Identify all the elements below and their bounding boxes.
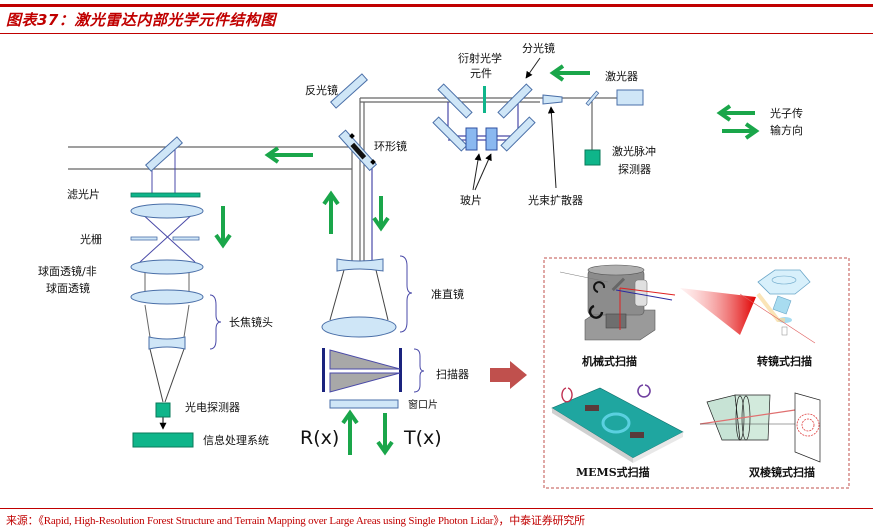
wave-plate bbox=[485, 127, 498, 151]
laser-splitter bbox=[585, 90, 600, 106]
laser-pulse-detector bbox=[584, 149, 601, 166]
label-telephoto-lens: 长焦镜头 bbox=[229, 315, 273, 329]
ring-mirror-marker bbox=[349, 133, 355, 139]
label-ring-mirror: 环形镜 bbox=[374, 139, 407, 153]
scanner-types-arrow bbox=[490, 361, 527, 389]
dual-prism-scanning-illustration bbox=[699, 392, 821, 463]
diffraction-mirror-upper-left bbox=[437, 83, 473, 119]
optical-filter bbox=[130, 192, 201, 198]
mechanical-scanning-illustration bbox=[559, 264, 676, 341]
concave-lens bbox=[148, 336, 186, 350]
label-diffractive-element-2: 元件 bbox=[470, 67, 492, 80]
label-scanner: 扫描器 bbox=[436, 367, 469, 381]
scanner-prism-lower bbox=[329, 372, 401, 393]
arrow-up-icon bbox=[341, 409, 359, 455]
label-laser: 激光器 bbox=[605, 69, 638, 83]
legend-text-2: 输方向 bbox=[770, 123, 803, 137]
arrow-up-icon bbox=[322, 190, 340, 234]
label-pointers bbox=[472, 57, 557, 191]
label-wave-plate: 玻片 bbox=[460, 194, 482, 207]
scanner-brace bbox=[413, 348, 425, 393]
caption-rotating-mirror-scanning: 转镜式扫描 bbox=[757, 354, 812, 368]
label-photodetector: 光电探测器 bbox=[185, 400, 240, 414]
arrow-down-icon bbox=[214, 206, 232, 249]
grating-right bbox=[172, 236, 200, 241]
window-plate bbox=[329, 399, 399, 409]
legend-arrow-right-icon bbox=[722, 122, 760, 140]
label-collimator: 准直镜 bbox=[431, 287, 464, 301]
reflector-mirror bbox=[330, 73, 368, 109]
diffractive-optical-element bbox=[483, 86, 486, 113]
label-filter: 滤光片 bbox=[67, 187, 100, 201]
label-diffractive-element: 衍射光学 bbox=[458, 51, 502, 65]
spherical-lens bbox=[130, 259, 204, 275]
label-lens-2: 球面透镜 bbox=[46, 281, 90, 295]
label-beam-expander: 光束扩散器 bbox=[528, 193, 583, 207]
ring-mirror-marker bbox=[370, 159, 376, 165]
scanner-types-panel: 机械式扫描 转镜式扫描 MEMS式扫描 bbox=[543, 257, 850, 489]
rotating-mirror-scanning-illustration bbox=[680, 269, 816, 344]
label-lens: 球面透镜/非 bbox=[38, 264, 97, 278]
label-window: 窗口片 bbox=[408, 398, 438, 411]
laser-source bbox=[616, 89, 644, 106]
label-beam-splitter: 分光镜 bbox=[522, 41, 555, 55]
photodetector bbox=[155, 402, 171, 418]
beam-expander bbox=[542, 94, 563, 105]
caption-mechanical-scanning: 机械式扫描 bbox=[582, 354, 637, 368]
photon-direction-arrows bbox=[214, 64, 760, 456]
collimator-concave-lens bbox=[336, 258, 384, 272]
label-grating: 光栅 bbox=[80, 232, 102, 246]
scanner-bar-right bbox=[399, 348, 402, 392]
aspherical-lens bbox=[130, 289, 204, 305]
info-processing-system bbox=[132, 432, 194, 448]
wave-plate bbox=[465, 127, 478, 151]
lens-1 bbox=[130, 203, 204, 219]
legend-text: 光子传 bbox=[770, 106, 803, 120]
collimator-lens bbox=[321, 316, 397, 338]
ring-mirror bbox=[338, 129, 378, 172]
label-rx: R(x) bbox=[300, 427, 339, 449]
caption-mems-scanning: MEMS式扫描 bbox=[576, 465, 650, 479]
figure-title: 图表37：激光雷达内部光学元件结构图 bbox=[6, 11, 276, 29]
label-tx: T(x) bbox=[403, 427, 442, 449]
arrow-left-icon bbox=[549, 64, 590, 82]
scanner-prism-upper bbox=[329, 349, 401, 370]
arrow-left-icon bbox=[264, 146, 313, 164]
collimator-brace bbox=[399, 255, 413, 333]
grating-left bbox=[130, 236, 158, 241]
telephoto-brace bbox=[209, 294, 222, 350]
label-pulse-detector-2: 探测器 bbox=[618, 163, 651, 176]
label-reflector: 反光镜 bbox=[305, 83, 338, 97]
diffraction-mirror-lower-right bbox=[500, 116, 536, 152]
footer-divider bbox=[0, 508, 873, 509]
diffraction-mirror-lower-left bbox=[432, 116, 468, 152]
legend-arrow-left-icon bbox=[716, 104, 755, 122]
mems-scanning-illustration bbox=[551, 384, 684, 463]
top-accent-bar bbox=[0, 4, 873, 7]
title-divider bbox=[0, 33, 873, 34]
label-pulse-detector: 激光脉冲 bbox=[612, 144, 656, 158]
arrow-down-icon bbox=[372, 196, 390, 232]
beam-splitter bbox=[497, 83, 533, 119]
arrow-down-icon bbox=[376, 413, 394, 456]
caption-dual-prism-scanning: 双棱镜式扫描 bbox=[749, 465, 815, 479]
source-citation: 来源：《Rapid, High-Resolution Forest Struct… bbox=[6, 515, 585, 527]
left-return-mirror bbox=[145, 136, 183, 172]
label-info-processing: 信息处理系统 bbox=[203, 433, 269, 447]
scanner-bar-left bbox=[322, 348, 325, 392]
